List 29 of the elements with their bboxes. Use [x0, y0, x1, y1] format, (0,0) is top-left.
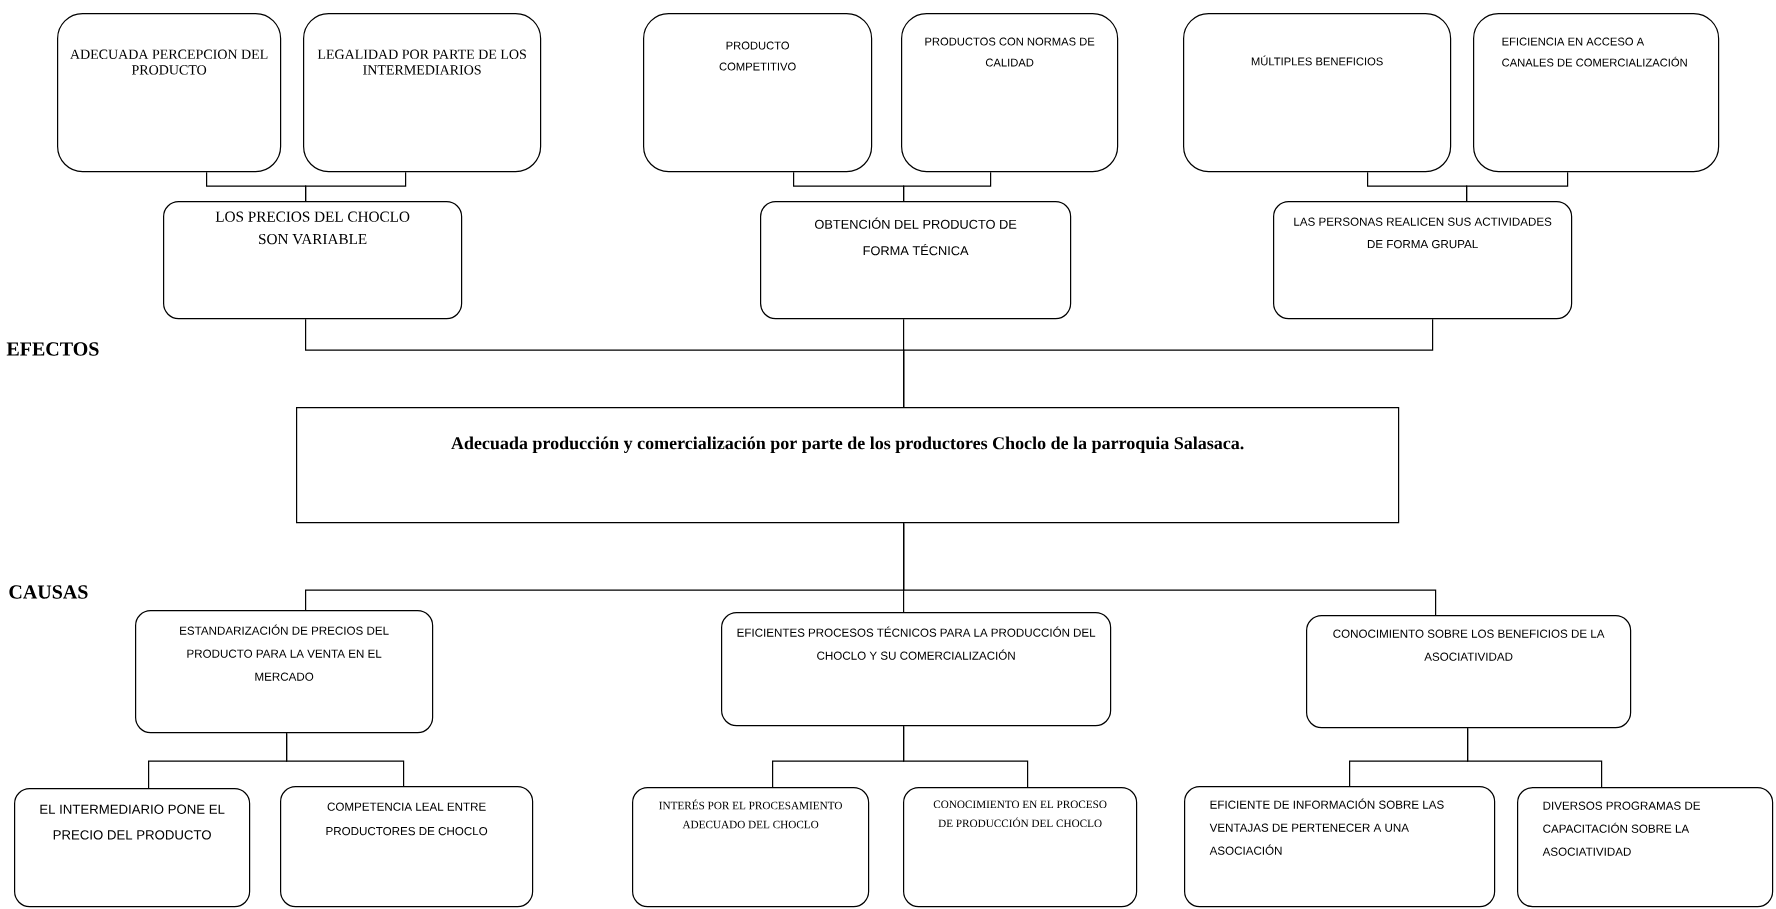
connector-line	[1466, 171, 1569, 202]
cause-box: COMPETENCIA LEAL ENTRE PRODUCTORES DE CHOCLO	[280, 786, 534, 908]
cause-box: EFICIENTE DE INFORMACIÓN SOBRE LAS VENTAJAS DE PERTENECER A UNA ASOCIACIÓN	[1184, 786, 1496, 908]
connector-line	[305, 171, 407, 202]
effect-box: OBTENCIÓN DEL PRODUCTO DE FORMA TÉCNICA	[760, 201, 1072, 320]
connector-line	[903, 171, 992, 202]
effect-box: LOS PRECIOS DEL CHOCLO SON VARIABLE	[163, 201, 463, 320]
connector-line	[903, 522, 1437, 616]
effect-box: PRODUCTO COMPETITIVO	[643, 13, 873, 173]
effect-box: LEGALIDAD POR PARTE DE LOS INTERMEDIARIOS	[303, 13, 542, 173]
cause-box: ESTANDARIZACIÓN DE PRECIOS DEL PRODUCTO PARA LA VENTA EN EL MERCADO	[135, 610, 434, 734]
effect-box: ADECUADA PERCEPCION DEL PRODUCTO	[57, 13, 282, 173]
cause-box: CONOCIMIENTO EN EL PROCESO DE PRODUCCIÓN DEL CHOCLO	[903, 787, 1138, 908]
cause-box: INTERÉS POR EL PROCESAMIENTO ADECUADO DEL CHOCLO	[632, 787, 870, 908]
cause-box: EFICIENTES PROCESOS TÉCNICOS PARA LA PRODUCCIÓN DEL CHOCLO Y SU COMERCIALIZACIÓN	[721, 612, 1112, 727]
central-problem-box: Adecuada producción y comercialización por parte de los productores Choclo de la parroquia Salasaca.	[296, 407, 1400, 524]
connector-line	[286, 732, 405, 787]
cause-box: EL INTERMEDIARIO PONE EL PRECIO DEL PRODUCTO	[14, 788, 251, 908]
section-heading: EFECTOS	[6, 342, 99, 356]
cause-box: DIVERSOS PROGRAMAS DE CAPACITACIÓN SOBRE LA ASOCIATIVIDAD	[1517, 787, 1774, 908]
cause-box: CONOCIMIENTO SOBRE LOS BENEFICIOS DE LA ASOCIATIVIDAD	[1306, 615, 1632, 729]
effect-box: MÚLTIPLES BENEFICIOS	[1183, 13, 1452, 173]
connector-line	[903, 725, 1029, 788]
connector-line	[903, 318, 1434, 408]
section-heading: CAUSAS	[9, 585, 88, 599]
connector-line	[1467, 727, 1603, 788]
effect-box: PRODUCTOS CON NORMAS DE CALIDAD	[901, 13, 1119, 173]
effect-box: LAS PERSONAS REALICEN SUS ACTIVIDADES DE FORMA GRUPAL	[1273, 201, 1573, 320]
effect-box: EFICIENCIA EN ACCESO A CANALES DE COMERCIALIZACIÓN	[1473, 13, 1720, 173]
